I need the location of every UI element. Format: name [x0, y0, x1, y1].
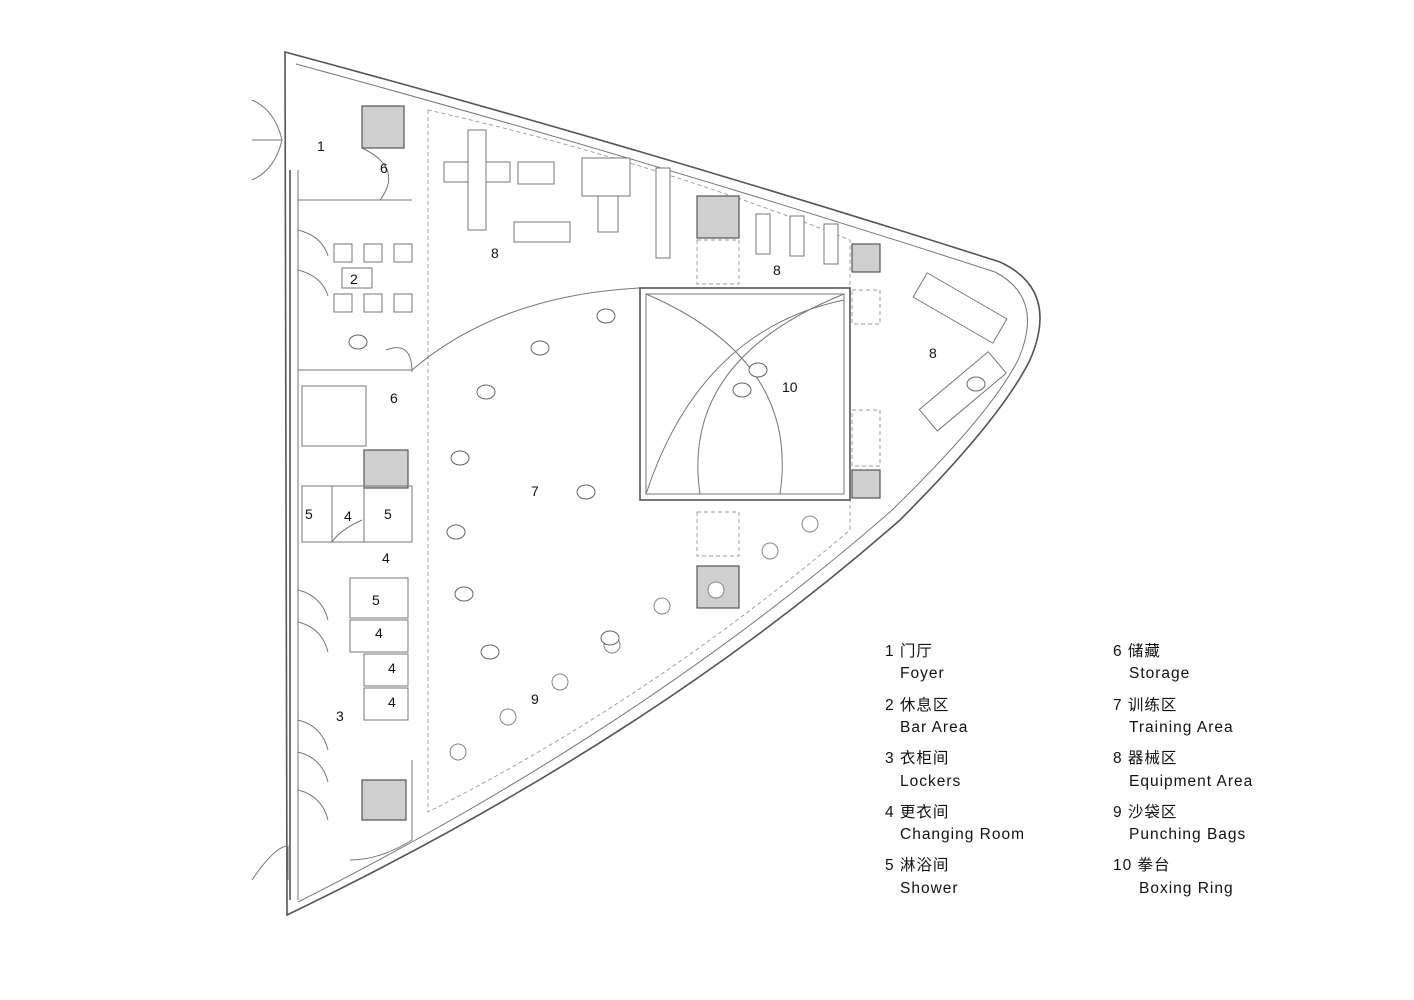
room-label-equipment-1: 8	[491, 245, 499, 261]
legend-en-1: Foyer	[900, 665, 945, 682]
room-label-training: 7	[531, 483, 539, 499]
room-label-foyer: 1	[317, 138, 325, 154]
room-label-changing-5: 4	[388, 694, 396, 710]
lift-room	[301, 385, 367, 447]
column-3	[851, 469, 881, 499]
gym-equipment	[443, 129, 1008, 432]
legend-cn-6: 6 储藏	[1113, 643, 1161, 660]
legend-en-5: Shower	[900, 880, 959, 897]
room-label-equipment-3: 8	[929, 345, 937, 361]
legend-cn-5: 5 淋浴间	[885, 857, 950, 874]
legend-cn-10: 10 拳台	[1113, 857, 1171, 874]
column-outline-2	[851, 289, 881, 325]
legend-cn-7: 7 训练区	[1113, 697, 1178, 714]
legend-en-7: Training Area	[1129, 719, 1234, 736]
punching-bags	[449, 515, 819, 761]
legend-cn-1: 1 门厅	[885, 643, 933, 660]
legend-en-2: Bar Area	[900, 719, 969, 736]
room-label-bags: 9	[531, 691, 539, 707]
legend-en-6: Storage	[1129, 665, 1191, 682]
storage-block	[363, 449, 409, 489]
room-label-shower-3: 5	[372, 592, 380, 608]
training-boundary	[427, 109, 851, 813]
legend-cn-4: 4 更衣间	[885, 804, 950, 821]
room-label-changing-4: 4	[388, 660, 396, 676]
column-outline-4	[696, 511, 740, 557]
training-arc	[411, 287, 641, 371]
bar-seating	[333, 243, 413, 313]
boxing-ring	[639, 287, 851, 501]
legend-cn-3: 3 衣柜间	[885, 750, 950, 767]
legend-cn-8: 8 器械区	[1113, 750, 1178, 767]
legend-cn-9: 9 沙袋区	[1113, 804, 1178, 821]
locker-doors	[297, 229, 329, 821]
people-figures	[348, 308, 986, 660]
room-label-lockers: 3	[336, 708, 344, 724]
column-2	[851, 243, 881, 273]
room-label-changing-3: 4	[375, 625, 383, 641]
room-label-bar: 2	[350, 271, 358, 287]
room-label-shower-1: 5	[305, 506, 313, 522]
room-label-storage-foyer: 6	[380, 160, 388, 176]
column-outline-1	[696, 239, 740, 285]
room-label-equipment-2: 8	[773, 262, 781, 278]
storage-block-foyer	[361, 105, 405, 149]
legend-en-4: Changing Room	[900, 826, 1026, 843]
legend-cn-2: 2 休息区	[885, 697, 950, 714]
column-outline-3	[851, 409, 881, 467]
room-label-storage: 6	[390, 390, 398, 406]
room-label-changing-2: 4	[382, 550, 390, 566]
room-label-shower-2: 5	[384, 506, 392, 522]
column-1	[696, 195, 740, 239]
inner-wall	[295, 63, 1028, 903]
legend-en-3: Lockers	[900, 773, 962, 790]
partitions	[298, 147, 413, 861]
outer-wall	[284, 50, 1041, 917]
room-label-ring: 10	[782, 379, 798, 395]
room-label-changing-1: 4	[344, 508, 352, 524]
storage-block-bottom	[361, 779, 407, 821]
legend-en-9: Punching Bags	[1129, 826, 1247, 843]
legend-en-10: Boxing Ring	[1139, 880, 1234, 897]
legend-en-8: Equipment Area	[1129, 773, 1254, 790]
doors	[251, 99, 413, 881]
